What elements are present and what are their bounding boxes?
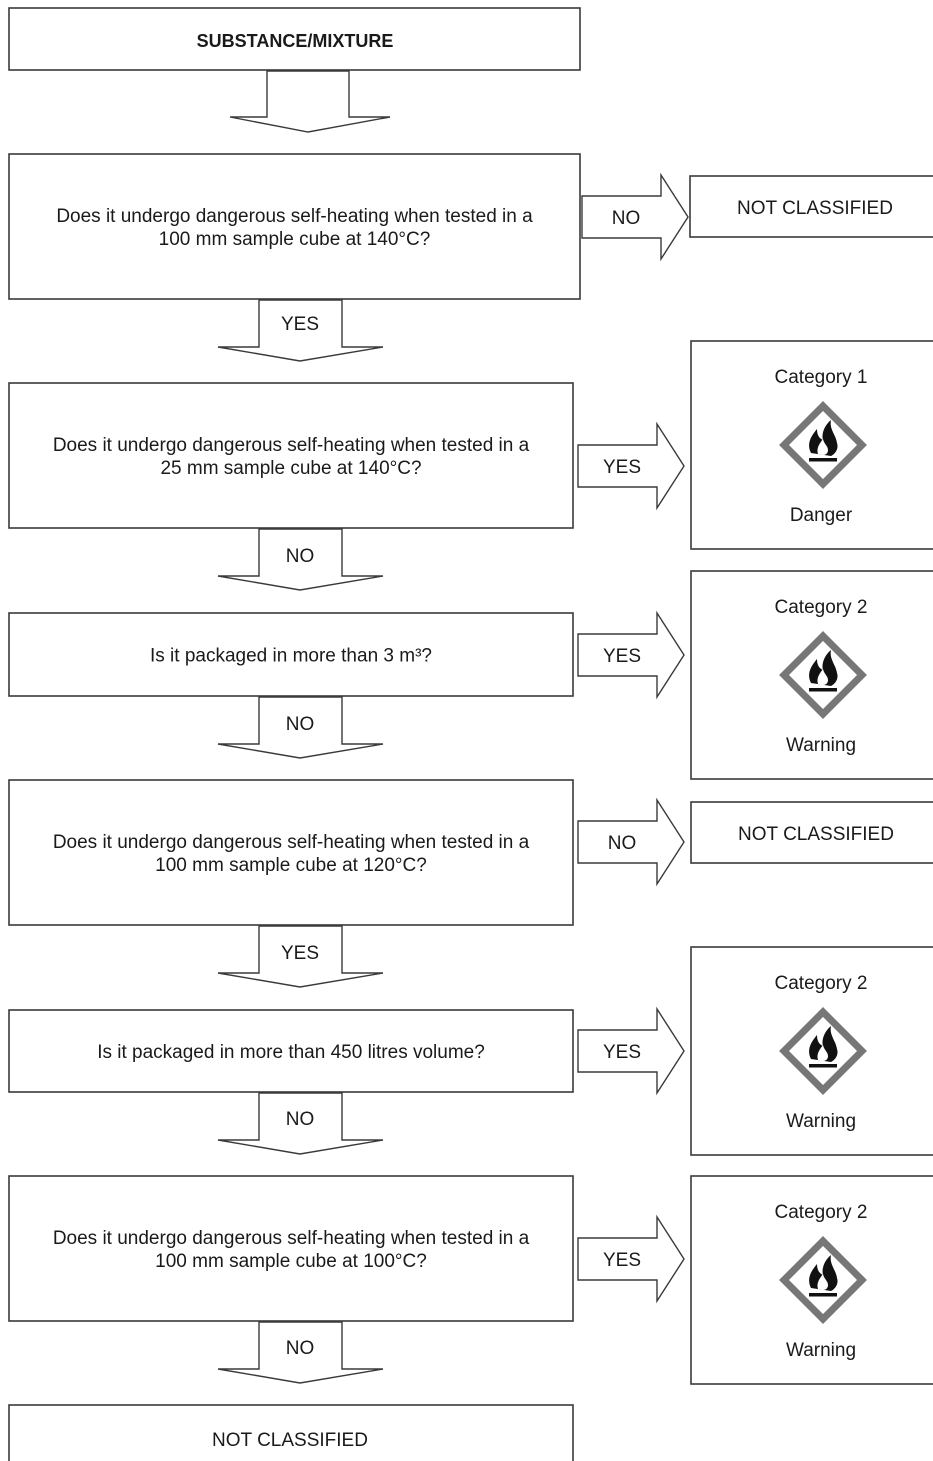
outcome-label: NOT CLASSIFIED [737, 198, 893, 219]
signal-word: Warning [786, 1340, 856, 1361]
arrow-label: YES [281, 943, 319, 964]
arrow-down-yes: YES [217, 299, 384, 362]
question-text: Does it undergo dangerous self-heating w… [53, 1228, 530, 1249]
not-classified-outcome: NOT CLASSIFIED [689, 175, 933, 238]
arrow-label: YES [603, 1042, 641, 1063]
category-outcome: Category 2 Warning [690, 946, 933, 1156]
question-box: Does it undergo dangerous self-heating w… [8, 153, 581, 300]
question-text: Does it undergo dangerous self-heating w… [56, 206, 533, 227]
arrow-label: YES [603, 646, 641, 667]
arrow-label: YES [603, 1250, 641, 1271]
arrow-label: NO [286, 1109, 315, 1130]
question-box: Does it undergo dangerous self-heating w… [8, 1175, 574, 1322]
arrow-down-yes: YES [217, 925, 384, 988]
start-label: SUBSTANCE/MIXTURE [197, 31, 394, 51]
arrow-label: NO [612, 208, 641, 229]
signal-word: Warning [786, 735, 856, 756]
arrow-right-no: NO [577, 797, 685, 887]
flame-pictogram-icon [779, 1007, 867, 1095]
arrow-down-no: NO [217, 1321, 384, 1384]
outcome-label: NOT CLASSIFIED [738, 824, 894, 845]
category-label: Category 2 [775, 973, 868, 994]
arrow-down-no: NO [217, 528, 384, 591]
not-classified-outcome: NOT CLASSIFIED [690, 801, 933, 864]
question-text: Does it undergo dangerous self-heating w… [53, 435, 530, 456]
question-text: 25 mm sample cube at 140°C? [160, 458, 421, 479]
start-node: SUBSTANCE/MIXTURE [8, 7, 581, 71]
arrow-label: YES [603, 457, 641, 478]
flame-pictogram-icon [779, 631, 867, 719]
arrow-right-yes: YES [577, 421, 685, 511]
arrow-label: NO [286, 1338, 315, 1359]
question-box: Is it packaged in more than 450 litres v… [8, 1009, 574, 1093]
signal-word: Warning [786, 1111, 856, 1132]
category-outcome: Category 2 Warning [690, 570, 933, 780]
question-text: Is it packaged in more than 3 m³? [150, 646, 432, 667]
category-label: Category 2 [775, 597, 868, 618]
flame-pictogram-icon [779, 1236, 867, 1324]
question-box: Does it undergo dangerous self-heating w… [8, 779, 574, 926]
signal-word: Danger [790, 505, 853, 526]
arrow-down-no: NO [217, 696, 384, 759]
arrow-label: YES [281, 314, 319, 335]
final-label: NOT CLASSIFIED [212, 1430, 368, 1451]
arrow-label: NO [286, 714, 315, 735]
question-box: Is it packaged in more than 3 m³? [8, 612, 574, 697]
arrow-down-start [229, 70, 391, 133]
question-text: 100 mm sample cube at 140°C? [159, 229, 431, 250]
flame-pictogram-icon [779, 401, 867, 489]
question-box: Does it undergo dangerous self-heating w… [8, 382, 574, 529]
arrow-right-yes: YES [577, 610, 685, 700]
final-outcome: NOT CLASSIFIED [8, 1404, 574, 1461]
question-text: 100 mm sample cube at 120°C? [155, 855, 427, 876]
question-text: Is it packaged in more than 450 litres v… [97, 1042, 485, 1063]
category-label: Category 2 [775, 1202, 868, 1223]
arrow-label: NO [286, 546, 315, 567]
category-outcome: Category 1 Danger [690, 340, 933, 550]
arrow-right-no: NO [581, 172, 689, 262]
arrow-down-no: NO [217, 1092, 384, 1155]
arrow-right-yes: YES [577, 1006, 685, 1096]
question-text: 100 mm sample cube at 100°C? [155, 1251, 427, 1272]
arrow-label: NO [608, 833, 637, 854]
arrow-right-yes: YES [577, 1214, 685, 1304]
category-outcome: Category 2 Warning [690, 1175, 933, 1385]
category-label: Category 1 [775, 367, 868, 388]
question-text: Does it undergo dangerous self-heating w… [53, 832, 530, 853]
